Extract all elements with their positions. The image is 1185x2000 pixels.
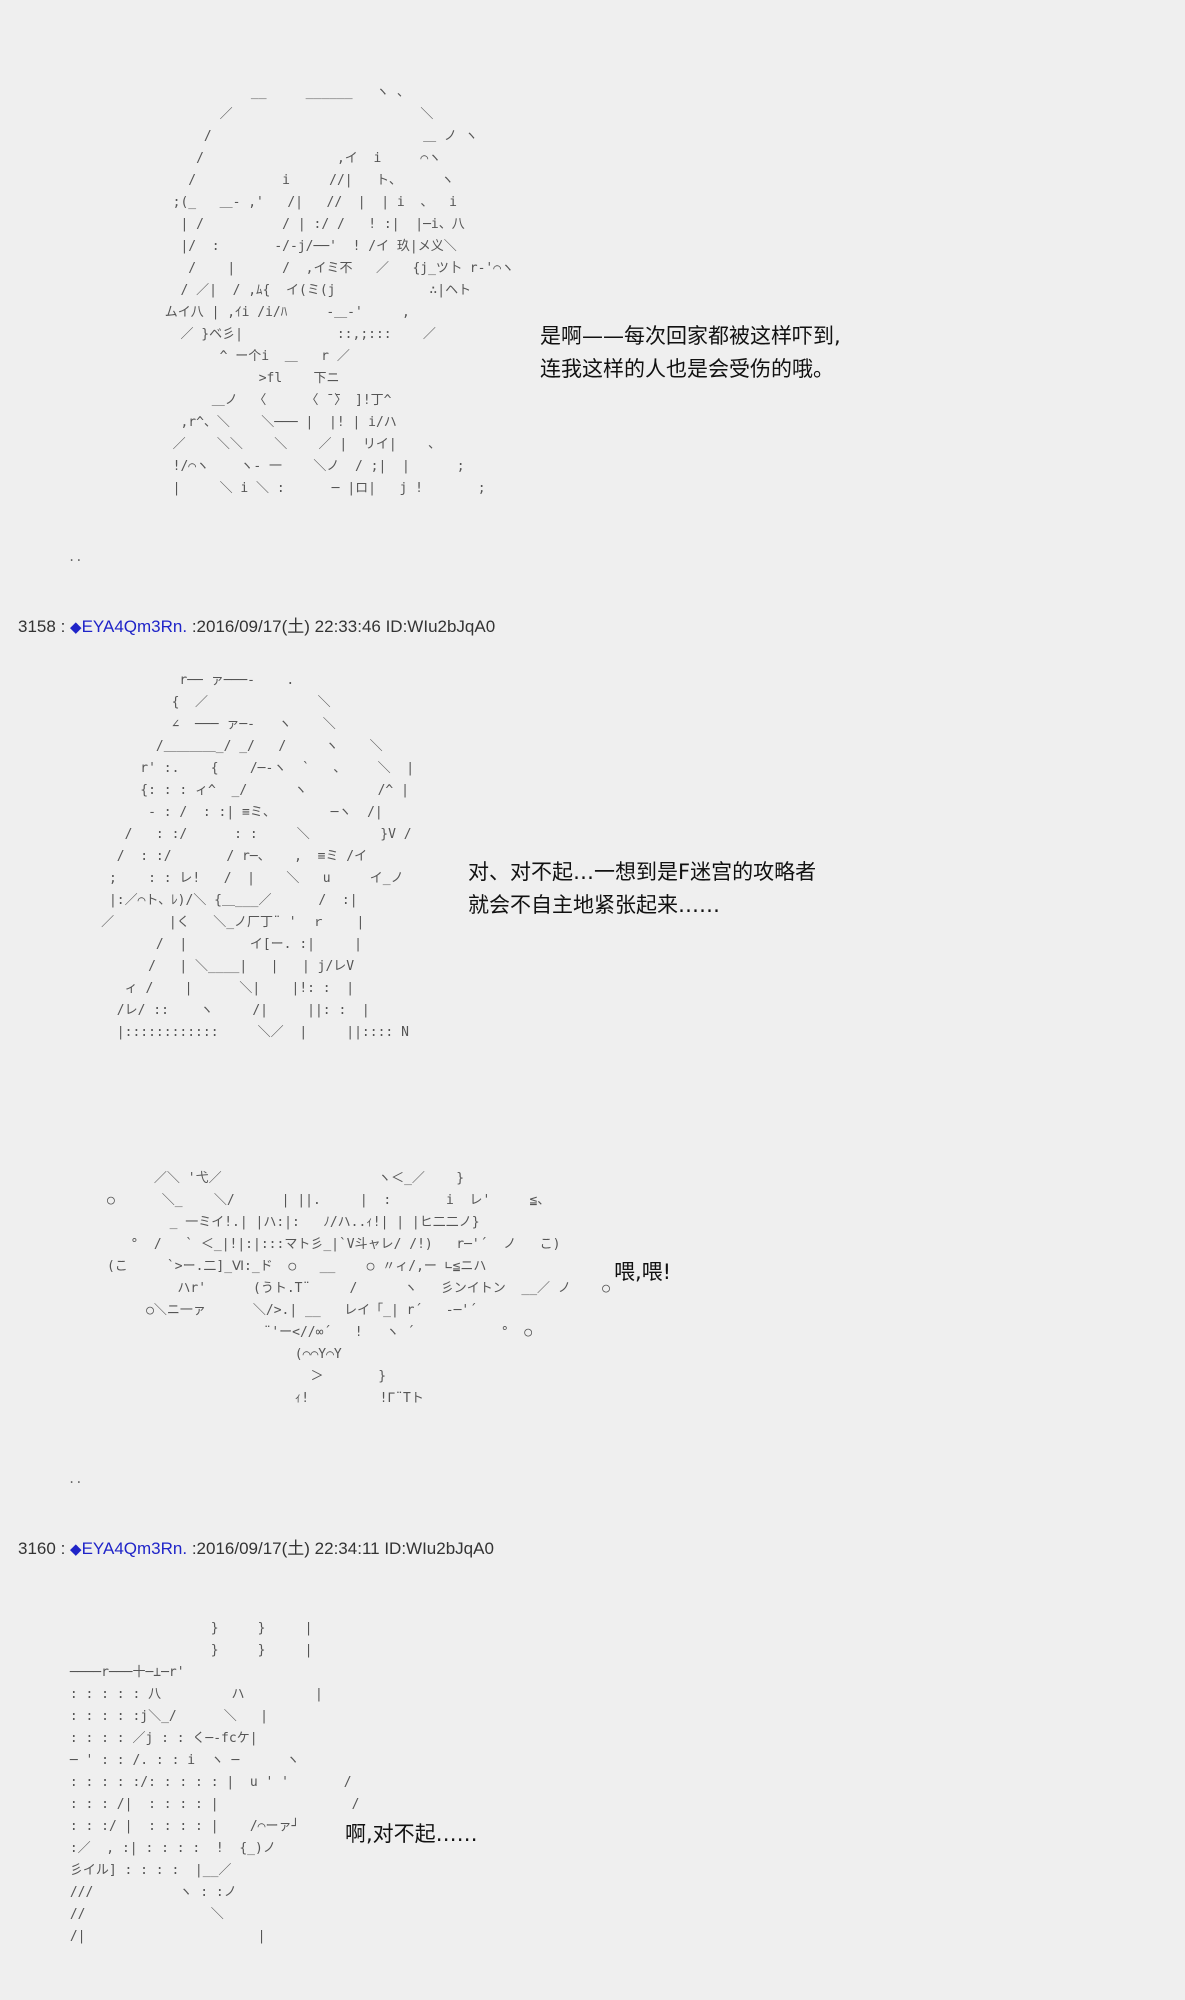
post-number: 3158 — [18, 617, 56, 636]
trip-diamond-icon: ◆ — [70, 619, 82, 636]
dialogue-text-1: 是啊——每次回家都被这样吓到, 连我这样的人也是会受伤的哦。 — [540, 324, 841, 381]
ascii-art-character-4: } } | } } | ────r───十─⊥─r' : : : : : 八 ハ… — [69, 1621, 360, 1944]
post-meta: :2016/09/17(土) 22:34:11 ID:WIu2bJqA0 — [191, 1539, 494, 1558]
post-separator: : — [60, 617, 66, 636]
ascii-art-crowd-shouting: ／＼ '弋／ ヽ＜_／ } ○ ＼_ ＼/ | ||. | : i レ' ≦、 … — [106, 1171, 610, 1406]
ellipsis-marker-1: .. — [68, 550, 83, 564]
post-header-3160: 3160 : ◆EYA4Qm3Rn. :2016/09/17(土) 22:34:… — [18, 1534, 494, 1559]
trip-diamond-icon: ◆ — [70, 1541, 82, 1558]
poster-trip-link[interactable]: EYA4Qm3Rn. — [81, 1539, 188, 1558]
ascii-art-character-2: r── ァ───- . { ／ ＼ ∠ ─── ァ─- ヽ ＼ /＿＿＿＿_/ … — [101, 673, 415, 1040]
dialogue-text-3: 喂,喂! — [614, 1260, 672, 1284]
post-header-3158: 3158 : ◆EYA4Qm3Rn. :2016/09/17(土) 22:33:… — [18, 612, 495, 637]
ellipsis-marker-2: .. — [68, 1472, 83, 1486]
dialogue-text-2: 对、对不起…一想到是F迷宫的攻略者 就会不自主地紧张起来…… — [468, 860, 817, 917]
dialogue-text-4: 啊,对不起…… — [345, 1822, 478, 1846]
post-number: 3160 — [18, 1539, 56, 1558]
post-meta: :2016/09/17(土) 22:33:46 ID:WIu2bJqA0 — [191, 617, 496, 636]
ascii-art-character-1: __ ______ ヽ 、 ／ ＼ / ＿ ノ ヽ / ,イ i ⌒ヽ / i … — [164, 85, 515, 496]
post-separator: : — [60, 1539, 66, 1558]
poster-trip-link[interactable]: EYA4Qm3Rn. — [81, 617, 188, 636]
